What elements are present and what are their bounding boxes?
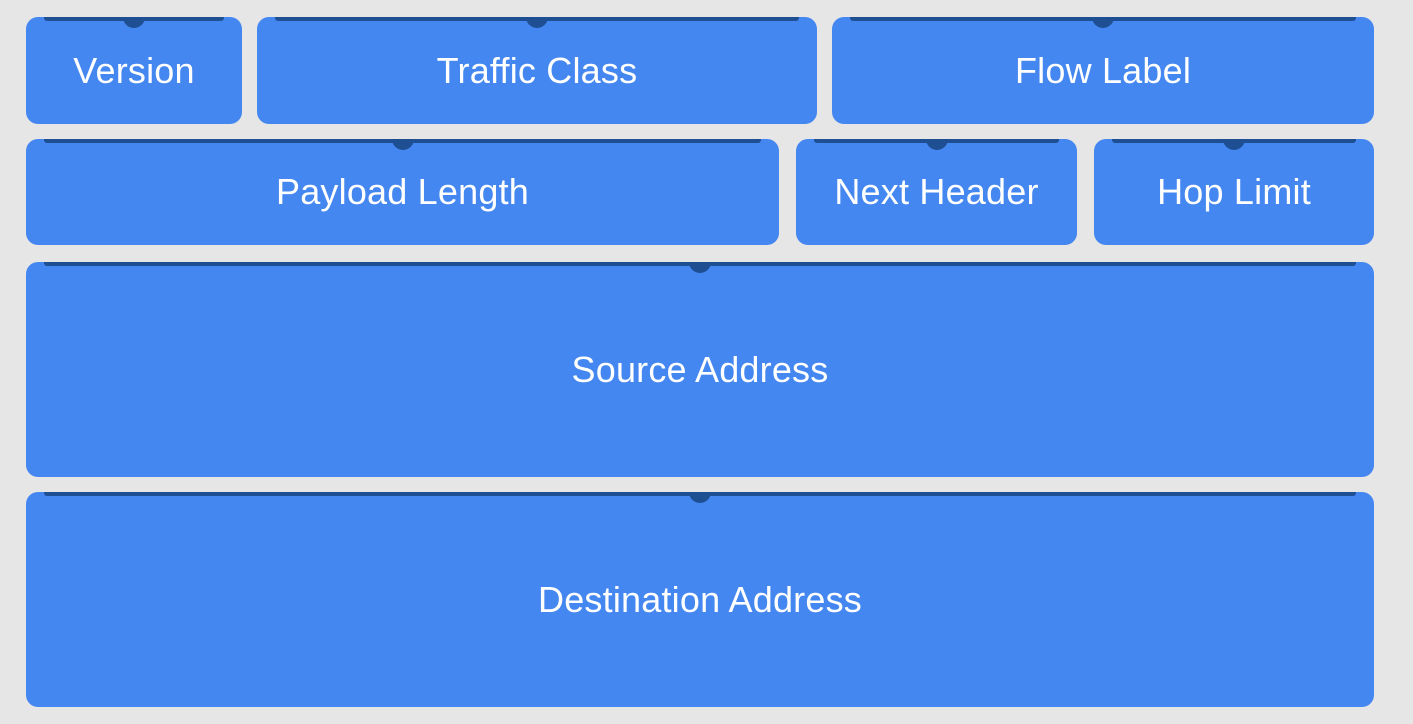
field-label-next-header: Next Header bbox=[834, 171, 1039, 212]
field-next-header: Next Header bbox=[796, 139, 1077, 245]
field-hop-limit: Hop Limit bbox=[1094, 139, 1374, 245]
field-traffic-class: Traffic Class bbox=[257, 17, 817, 124]
connector-notch bbox=[689, 262, 711, 273]
field-label-hop-limit: Hop Limit bbox=[1157, 171, 1311, 212]
field-label-payload-length: Payload Length bbox=[275, 171, 529, 212]
connector-notch bbox=[689, 492, 711, 503]
connector-notch bbox=[1092, 17, 1114, 28]
field-label-flow-label: Flow Label bbox=[1014, 49, 1192, 91]
connector-notch bbox=[391, 139, 414, 150]
connector-notch bbox=[526, 17, 548, 28]
connector-notch bbox=[1223, 139, 1245, 150]
field-flow-label: Flow Label bbox=[832, 17, 1374, 124]
field-label-version: Version bbox=[73, 49, 195, 91]
connector-notch bbox=[123, 17, 145, 28]
field-label-traffic-class: Traffic Class bbox=[436, 49, 638, 91]
connector-notch bbox=[925, 139, 948, 150]
field-payload-length: Payload Length bbox=[26, 139, 779, 245]
field-label-source-address: Source Address bbox=[571, 348, 829, 390]
field-source-address: Source Address bbox=[26, 262, 1374, 477]
field-version: Version bbox=[26, 17, 242, 124]
field-destination-address: Destination Address bbox=[26, 492, 1374, 707]
field-label-destination-address: Destination Address bbox=[538, 578, 862, 620]
